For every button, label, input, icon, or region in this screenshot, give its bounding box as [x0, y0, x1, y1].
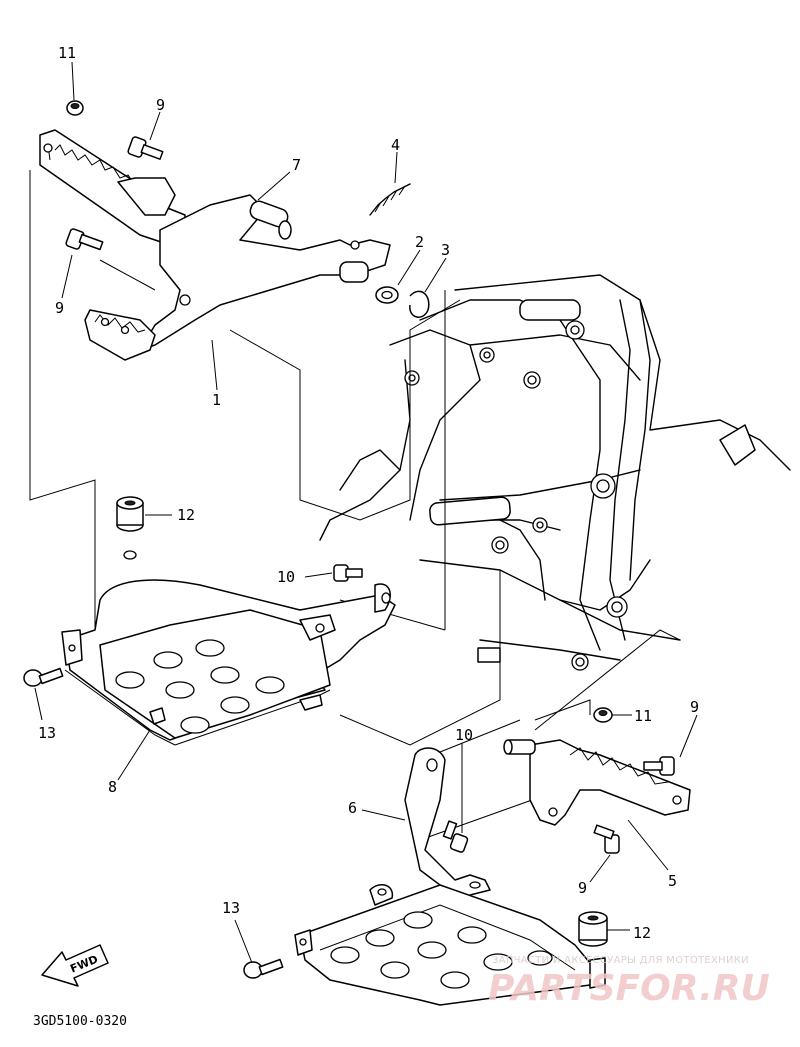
right-footrest	[503, 739, 691, 826]
bolt-9-upper	[127, 136, 164, 160]
callout-9b: 9	[55, 299, 64, 317]
callout-1: 1	[212, 391, 221, 409]
bolt-9-right-upper	[643, 756, 675, 776]
watermark: ЗАПЧАСТИ И АКСЕССУАРЫ ДЛЯ МОТОТЕХНИКИ PA…	[488, 955, 770, 1009]
callout-9c: 9	[690, 698, 699, 716]
bolt-9-right-lower	[593, 824, 620, 854]
callout-9a: 9	[156, 96, 165, 114]
callout-3: 3	[441, 241, 450, 259]
bolt-13-left	[23, 667, 64, 687]
callout-11a: 11	[58, 44, 76, 62]
watermark-tagline: ЗАПЧАСТИ И АКСЕССУАРЫ ДЛЯ МОТОТЕХНИКИ	[492, 955, 749, 966]
fwd-direction-arrow: FWD	[41, 944, 109, 987]
diagram-code: 3GD5100-0320	[33, 1014, 127, 1029]
assembly-lines	[29, 170, 681, 841]
leader-lines	[34, 61, 698, 964]
damper-12-upper	[116, 496, 144, 532]
bolt-13-lower	[243, 958, 284, 979]
brake-pedal	[84, 183, 430, 361]
callout-8: 8	[108, 778, 117, 796]
left-footrest	[39, 129, 186, 251]
nut-11-upper	[66, 100, 84, 116]
watermark-brand: PARTSFOR.RU	[488, 968, 770, 1009]
damper-12-lower	[578, 911, 608, 947]
callout-11b: 11	[634, 707, 652, 725]
frame-outline	[319, 274, 791, 671]
callout-12a: 12	[177, 506, 195, 524]
dampers	[116, 496, 608, 947]
skid-guard-upper	[61, 550, 396, 746]
callout-13a: 13	[38, 724, 56, 742]
callout-13b: 13	[222, 899, 240, 917]
nut-11-lower	[593, 707, 613, 723]
bolts	[23, 100, 675, 979]
callout-6: 6	[348, 799, 357, 817]
callout-10a: 10	[277, 568, 295, 586]
skid-guard-lower	[294, 747, 606, 1006]
callout-2: 2	[415, 233, 424, 251]
callout-10b: 10	[455, 726, 473, 744]
bolt-10-upper	[333, 564, 363, 582]
callout-9d: 9	[578, 879, 587, 897]
bolt-10-lower	[442, 820, 469, 853]
callout-12b: 12	[633, 924, 651, 942]
callouts: 11 9 7 4 2 3 9 1 12 10 13 8 10 11 9 6 5 …	[38, 44, 699, 942]
callout-4: 4	[391, 136, 400, 154]
bolt-9-left	[65, 228, 104, 251]
callout-5: 5	[668, 872, 677, 890]
callout-7: 7	[292, 156, 301, 174]
